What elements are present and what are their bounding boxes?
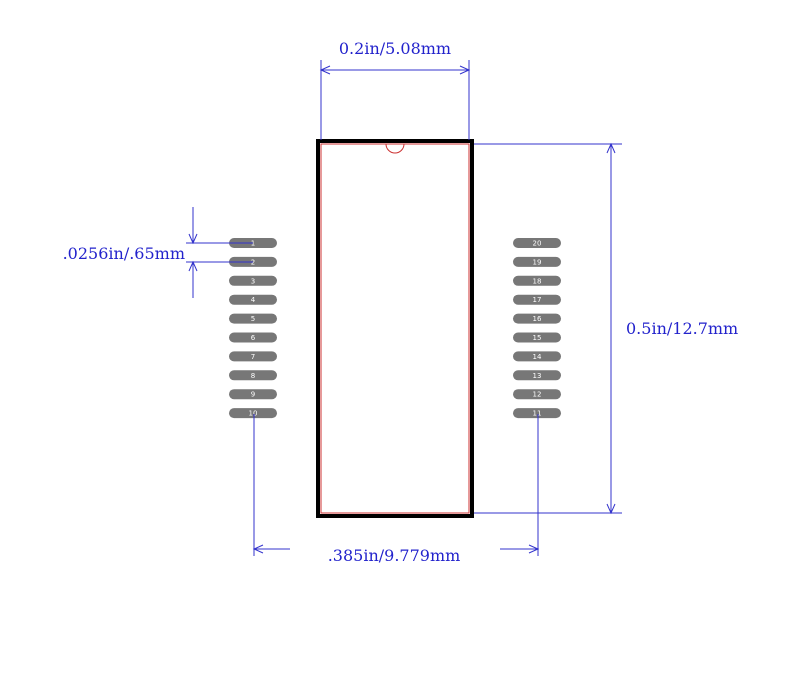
arrow-left <box>252 544 264 554</box>
pad-left-5 <box>229 313 277 324</box>
pad-right-20 <box>513 238 561 248</box>
pad-right-19 <box>513 256 561 267</box>
pad-right-15 <box>513 332 561 343</box>
pad-number-10: 10 <box>249 410 258 418</box>
pad-right-16 <box>513 313 561 324</box>
pad-number-17: 17 <box>533 296 542 304</box>
pad-left-7 <box>229 351 277 362</box>
pad-number-5: 5 <box>251 315 255 323</box>
arrow-bottom <box>606 503 616 515</box>
pad-number-11: 11 <box>533 410 542 418</box>
arrow-left <box>319 65 331 75</box>
pad-number-7: 7 <box>251 353 255 361</box>
pad-number-3: 3 <box>251 277 255 285</box>
pad-number-8: 8 <box>251 372 255 380</box>
arrow-down <box>188 233 198 245</box>
body-outline <box>316 139 474 518</box>
arrow-up <box>188 260 198 272</box>
lead-span-dimension: .385in/9.779mm <box>252 414 540 565</box>
pad-left-3 <box>229 275 277 286</box>
pin-pitch-label: .0256in/.65mm <box>63 244 185 263</box>
body-inner-outline <box>320 143 470 514</box>
pad-number-14: 14 <box>533 353 542 361</box>
pad-right-18 <box>513 275 561 286</box>
body-width-label: 0.2in/5.08mm <box>339 39 451 58</box>
pad-number-13: 13 <box>533 372 542 380</box>
pad-number-6: 6 <box>251 334 256 342</box>
pad-number-9: 9 <box>251 391 255 399</box>
arrow-right <box>528 544 540 554</box>
pad-number-12: 12 <box>533 391 542 399</box>
arrow-right <box>459 65 471 75</box>
pad-left-10 <box>229 408 277 419</box>
pad-number-4: 4 <box>251 296 256 304</box>
pin-pitch-dimension: .0256in/.65mm <box>63 207 253 298</box>
pad-right-14 <box>513 351 561 362</box>
pin1-notch <box>385 143 405 154</box>
pad-left-4 <box>229 294 277 305</box>
pad-left-9 <box>229 389 277 400</box>
pad-number-20: 20 <box>533 240 542 248</box>
pad-right-17 <box>513 294 561 305</box>
pad-number-18: 18 <box>533 277 542 285</box>
body-length-dimension: 0.5in/12.7mm <box>474 142 738 515</box>
arrow-top <box>606 142 616 154</box>
pad-right-13 <box>513 370 561 381</box>
pad-number-19: 19 <box>533 258 542 266</box>
pad-number-15: 15 <box>533 334 542 342</box>
lead-span-label: .385in/9.779mm <box>328 546 461 565</box>
pad-right-11 <box>513 408 561 419</box>
pad-number-16: 16 <box>533 315 542 323</box>
pad-right-12 <box>513 389 561 400</box>
body-width-dimension: 0.2in/5.08mm <box>319 39 471 140</box>
pad-left-6 <box>229 332 277 343</box>
package-body <box>316 139 474 518</box>
pad-left-8 <box>229 370 277 381</box>
right-pad-column: 20 19 18 17 16 15 14 13 12 11 <box>513 238 561 419</box>
body-length-label: 0.5in/12.7mm <box>626 319 738 338</box>
